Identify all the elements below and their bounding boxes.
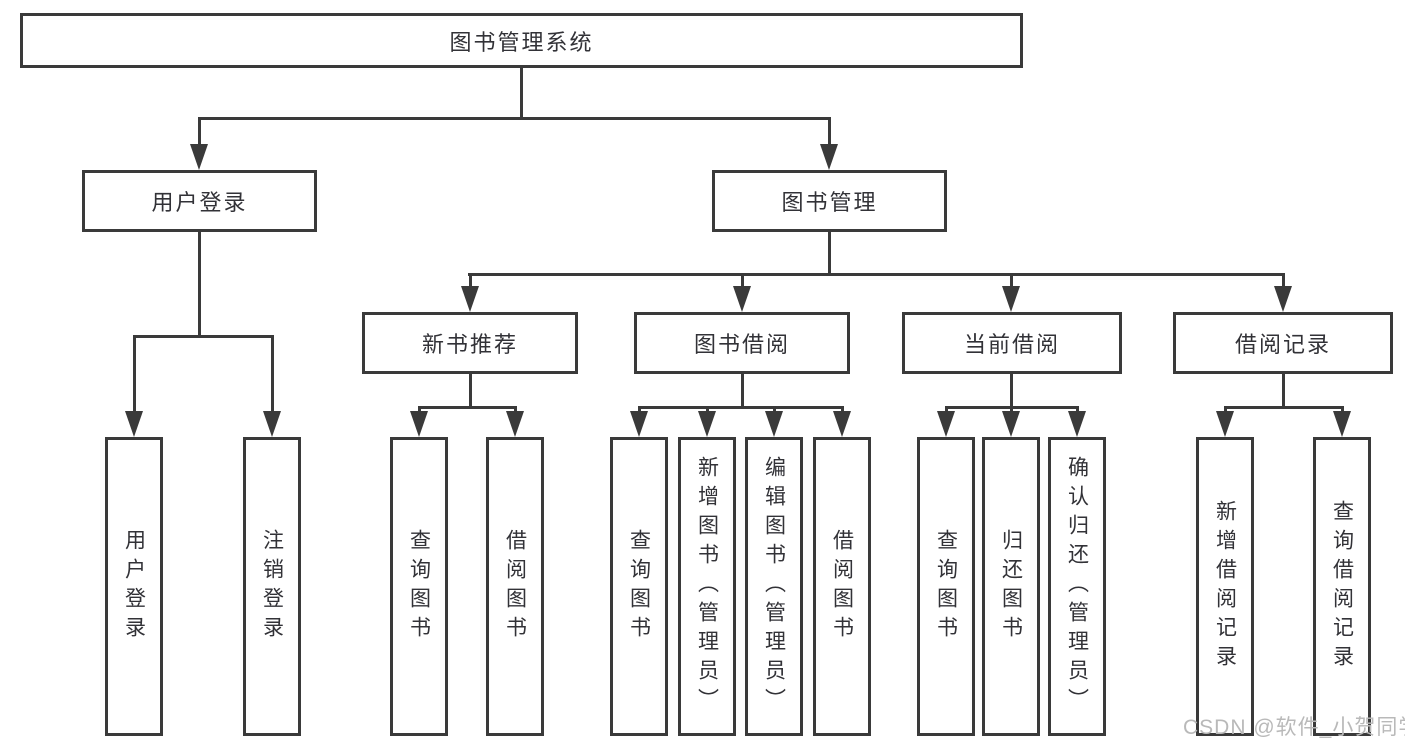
connector-line xyxy=(1010,273,1013,288)
node-new-book-recommendation-label: 新书推荐 xyxy=(421,332,518,357)
connector-line xyxy=(741,374,744,409)
connector-line xyxy=(1010,374,1013,409)
connector-line xyxy=(828,117,831,146)
leaf-borrow-borrow-books-label: 借阅图书 xyxy=(830,528,854,645)
leaf-logout: 注销登录 xyxy=(243,437,301,736)
arrowhead-down-icon xyxy=(1274,286,1292,312)
connector-line xyxy=(271,335,274,413)
arrowhead-down-icon xyxy=(630,411,648,437)
node-book-management-label: 图书管理 xyxy=(781,190,878,215)
arrowhead-down-icon xyxy=(1002,411,1020,437)
node-user-login-label: 用户登录 xyxy=(151,190,248,215)
leaf-borrow-add-books-admin-label: 新增图书（管理员） xyxy=(695,456,719,717)
node-book-management: 图书管理 xyxy=(712,170,947,232)
arrowhead-down-icon xyxy=(1068,411,1086,437)
arrowhead-down-icon xyxy=(263,411,281,437)
connector-line xyxy=(514,406,517,413)
arrowhead-down-icon xyxy=(833,411,851,437)
connector-line xyxy=(1224,406,1227,413)
connector-line xyxy=(638,406,641,413)
node-borrowing-records-label: 借阅记录 xyxy=(1234,332,1331,357)
connector-line xyxy=(133,335,274,338)
node-current-borrowing-label: 当前借阅 xyxy=(963,332,1060,357)
arrowhead-down-icon xyxy=(190,144,208,170)
arrowhead-down-icon xyxy=(125,411,143,437)
arrowhead-down-icon xyxy=(820,144,838,170)
connector-line xyxy=(418,406,517,409)
connector-line xyxy=(1282,374,1285,409)
leaf-new-query-books: 查询图书 xyxy=(390,437,448,736)
leaf-logout-label: 注销登录 xyxy=(260,528,284,645)
leaf-user-login: 用户登录 xyxy=(105,437,163,736)
connector-line xyxy=(418,406,421,413)
node-root-label: 图书管理系统 xyxy=(449,29,594,55)
leaf-borrow-edit-books-admin-label: 编辑图书（管理员） xyxy=(762,456,786,717)
leaf-records-add-borrow-record: 新增借阅记录 xyxy=(1196,437,1254,736)
connector-line xyxy=(468,273,1285,276)
arrowhead-down-icon xyxy=(1216,411,1234,437)
connector-line xyxy=(741,273,744,288)
connector-line xyxy=(773,406,776,413)
connector-line xyxy=(133,335,136,413)
node-current-borrowing: 当前借阅 xyxy=(902,312,1122,374)
connector-line xyxy=(1282,273,1285,288)
connector-line xyxy=(1341,406,1344,413)
connector-line xyxy=(1010,406,1013,413)
node-book-borrowing: 图书借阅 xyxy=(634,312,850,374)
connector-line xyxy=(828,232,831,274)
connector-line xyxy=(1224,406,1344,409)
leaf-current-confirm-return-admin-label: 确认归还（管理员） xyxy=(1065,456,1089,717)
leaf-current-query-books: 查询图书 xyxy=(917,437,975,736)
node-root: 图书管理系统 xyxy=(20,13,1023,68)
arrowhead-down-icon xyxy=(765,411,783,437)
leaf-current-return-books: 归还图书 xyxy=(982,437,1040,736)
leaf-borrow-borrow-books: 借阅图书 xyxy=(813,437,871,736)
arrowhead-down-icon xyxy=(1002,286,1020,312)
watermark: CSDN @软件_小贺同学 xyxy=(1183,716,1405,739)
connector-line xyxy=(198,117,201,146)
connector-line xyxy=(638,406,844,409)
leaf-borrow-add-books-admin: 新增图书（管理员） xyxy=(678,437,736,736)
connector-line xyxy=(706,406,709,413)
connector-line xyxy=(198,117,831,120)
connector-line xyxy=(841,406,844,413)
arrowhead-down-icon xyxy=(1333,411,1351,437)
leaf-user-login-label: 用户登录 xyxy=(122,528,146,645)
connector-line xyxy=(469,374,472,409)
leaf-current-return-books-label: 归还图书 xyxy=(999,528,1023,645)
arrowhead-down-icon xyxy=(461,286,479,312)
leaf-records-query-borrow-record: 查询借阅记录 xyxy=(1313,437,1371,736)
connector-line xyxy=(469,273,472,288)
connector-line xyxy=(198,232,201,336)
arrowhead-down-icon xyxy=(733,286,751,312)
node-user-login: 用户登录 xyxy=(82,170,317,232)
leaf-borrow-edit-books-admin: 编辑图书（管理员） xyxy=(745,437,803,736)
arrowhead-down-icon xyxy=(937,411,955,437)
leaf-new-query-books-label: 查询图书 xyxy=(407,528,431,645)
leaf-current-query-books-label: 查询图书 xyxy=(934,528,958,645)
connector-line xyxy=(1076,406,1079,413)
leaf-borrow-query-books: 查询图书 xyxy=(610,437,668,736)
node-new-book-recommendation: 新书推荐 xyxy=(362,312,578,374)
leaf-records-add-borrow-record-label: 新增借阅记录 xyxy=(1213,499,1237,674)
leaf-borrow-query-books-label: 查询图书 xyxy=(627,528,651,645)
connector-line xyxy=(945,406,948,413)
leaf-current-confirm-return-admin: 确认归还（管理员） xyxy=(1048,437,1106,736)
node-borrowing-records: 借阅记录 xyxy=(1173,312,1393,374)
connector-line xyxy=(520,68,523,120)
node-book-borrowing-label: 图书借阅 xyxy=(693,332,790,357)
arrowhead-down-icon xyxy=(698,411,716,437)
leaf-records-query-borrow-record-label: 查询借阅记录 xyxy=(1330,499,1354,674)
leaf-new-borrow-books-label: 借阅图书 xyxy=(503,528,527,645)
leaf-new-borrow-books: 借阅图书 xyxy=(486,437,544,736)
arrowhead-down-icon xyxy=(506,411,524,437)
arrowhead-down-icon xyxy=(410,411,428,437)
